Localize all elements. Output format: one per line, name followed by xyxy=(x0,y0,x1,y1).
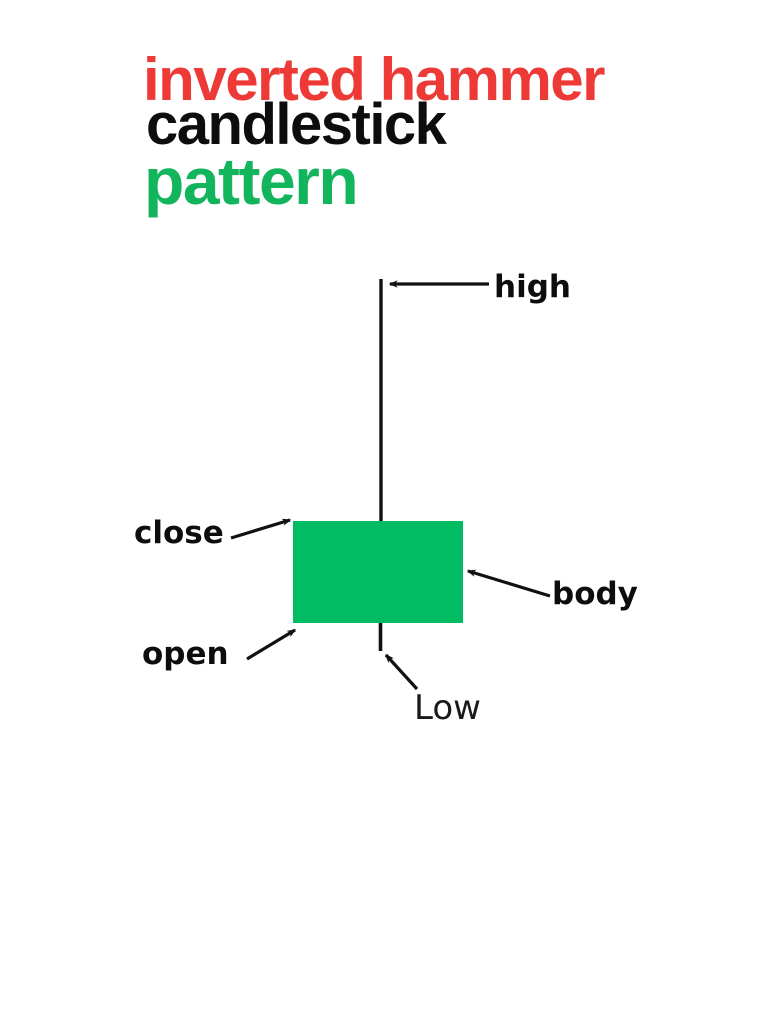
body-arrow xyxy=(466,569,551,598)
title-line-1: inverted hammer xyxy=(143,46,606,113)
label-low: Low xyxy=(414,688,481,728)
open-arrow xyxy=(246,628,297,661)
candle-body-rect xyxy=(293,521,463,623)
label-high: high xyxy=(494,269,571,305)
label-body: body xyxy=(552,576,638,612)
title-line-2: candlestick xyxy=(146,92,447,157)
label-open: open xyxy=(142,636,229,672)
low-arrow xyxy=(384,653,419,691)
label-close: close xyxy=(134,515,224,551)
title-line-3: pattern xyxy=(144,144,359,218)
close-arrow xyxy=(230,518,292,540)
